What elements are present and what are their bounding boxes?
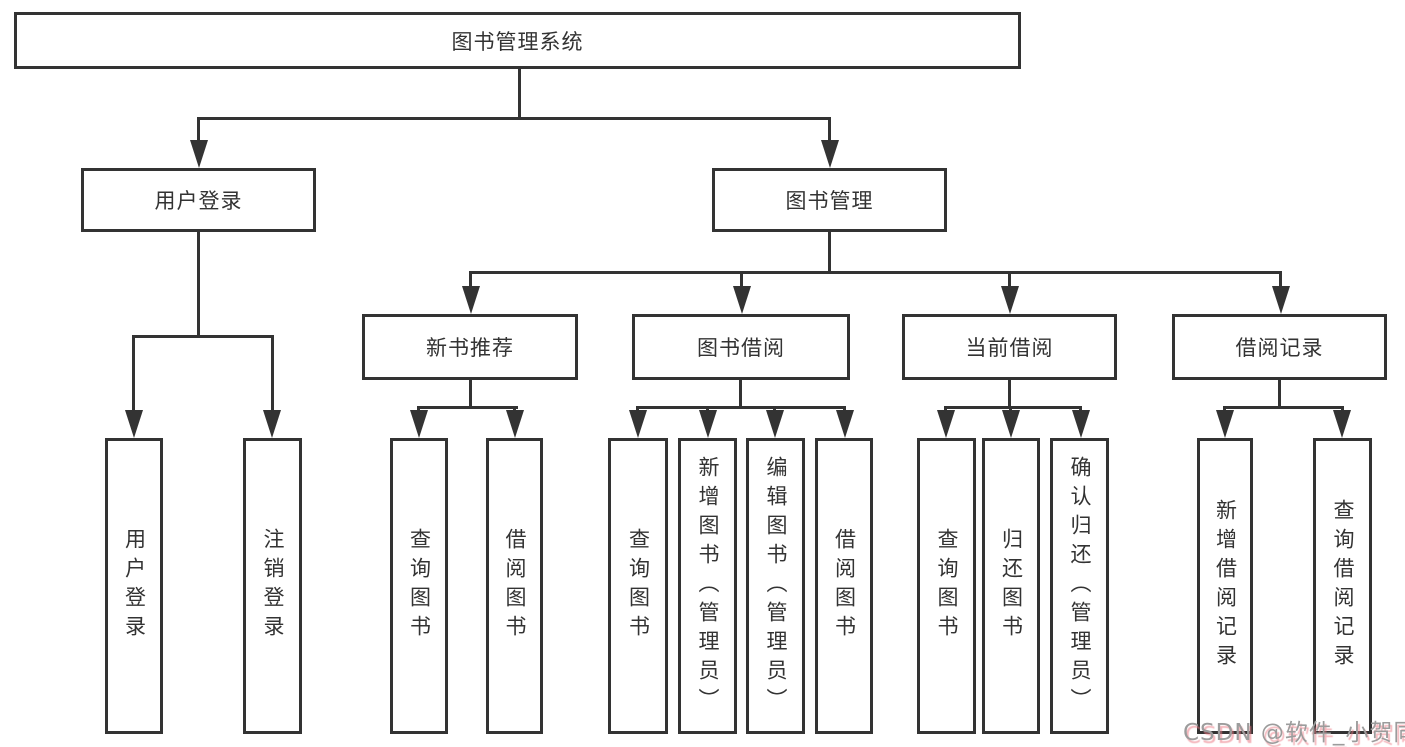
- connector-stem: [740, 271, 743, 291]
- connector-bar: [944, 406, 1082, 409]
- connector-stem: [197, 232, 200, 338]
- node-user-login-action: 用户登录: [105, 438, 163, 734]
- node-return-books: 归还图书: [982, 438, 1040, 734]
- arrow-down-icon: [1216, 410, 1234, 438]
- node-borrow-books: 借阅图书: [815, 438, 873, 734]
- node-book-borrowing: 图书借阅: [632, 314, 850, 380]
- arrow-down-icon: [1002, 410, 1020, 438]
- node-query-books-borrow: 查询图书: [608, 438, 668, 734]
- node-current-borrowing: 当前借阅: [902, 314, 1117, 380]
- node-new-book-recommendation: 新书推荐: [362, 314, 578, 380]
- connector-bar: [636, 406, 846, 409]
- node-query-books-recommend: 查询图书: [390, 438, 448, 734]
- connector-level2-bar: [197, 117, 831, 120]
- connector-stem: [197, 117, 200, 147]
- node-confirm-return-admin: 确认归还（管理员）: [1050, 438, 1109, 734]
- connector-stem: [1279, 271, 1282, 291]
- node-add-book-admin: 新增图书（管理员）: [678, 438, 737, 734]
- connector-level3-bar: [469, 271, 1282, 274]
- arrow-down-icon: [836, 410, 854, 438]
- arrow-down-icon: [263, 410, 281, 438]
- arrow-down-icon: [506, 410, 524, 438]
- connector-stem: [469, 380, 472, 409]
- csdn-watermark: CSDN @软件_小贺同学: [1183, 720, 1405, 746]
- arrow-down-icon: [125, 410, 143, 438]
- node-add-borrow-record: 新增借阅记录: [1197, 438, 1253, 734]
- connector-stem: [828, 117, 831, 147]
- arrow-down-icon: [1072, 410, 1090, 438]
- arrow-down-icon: [937, 410, 955, 438]
- connector-root-stem: [518, 69, 521, 120]
- node-library-management-system: 图书管理系统: [14, 12, 1021, 69]
- arrow-down-icon: [1333, 410, 1351, 438]
- arrow-down-icon: [766, 410, 784, 438]
- arrow-down-icon: [821, 140, 839, 168]
- arrow-down-icon: [733, 286, 751, 314]
- node-edit-book-admin: 编辑图书（管理员）: [746, 438, 805, 734]
- arrow-down-icon: [1272, 286, 1290, 314]
- node-book-management: 图书管理: [712, 168, 947, 232]
- connector-bar: [1223, 406, 1344, 409]
- connector-stem: [271, 335, 274, 415]
- connector-stem: [1008, 271, 1011, 291]
- node-logout: 注销登录: [243, 438, 302, 734]
- arrow-down-icon: [462, 286, 480, 314]
- arrow-down-icon: [190, 140, 208, 168]
- connector-stem: [739, 380, 742, 409]
- connector-bar: [417, 406, 518, 409]
- arrow-down-icon: [699, 410, 717, 438]
- node-query-books-current: 查询图书: [917, 438, 976, 734]
- connector-bar: [132, 335, 274, 338]
- connector-stem: [469, 271, 472, 291]
- connector-stem: [828, 232, 831, 274]
- connector-stem: [132, 335, 135, 415]
- node-borrowing-records: 借阅记录: [1172, 314, 1387, 380]
- node-borrow-books-recommend: 借阅图书: [486, 438, 543, 734]
- node-query-borrow-record: 查询借阅记录: [1313, 438, 1372, 734]
- arrow-down-icon: [1001, 286, 1019, 314]
- connector-stem: [1278, 380, 1281, 409]
- node-user-login: 用户登录: [81, 168, 316, 232]
- arrow-down-icon: [410, 410, 428, 438]
- connector-stem: [1008, 380, 1011, 409]
- arrow-down-icon: [629, 410, 647, 438]
